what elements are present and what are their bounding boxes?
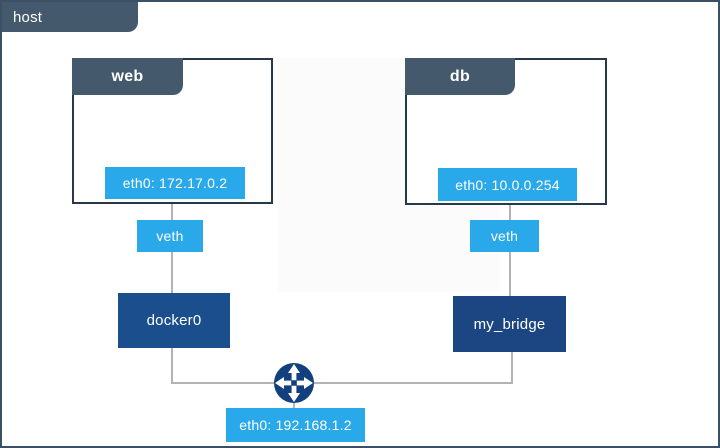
connector-router-to-eth — [293, 402, 295, 408]
connector-db-to-veth — [509, 204, 511, 220]
host-tab-label: host — [2, 2, 138, 32]
container-web: web eth0: 172.17.0.2 — [72, 58, 273, 204]
connector-docker0-down — [171, 348, 173, 384]
web-eth-label: eth0: 172.17.0.2 — [105, 167, 245, 199]
connector-mybridge-down — [511, 352, 513, 383]
web-veth-node: veth — [137, 220, 203, 252]
container-db: db eth0: 10.0.0.254 — [405, 58, 607, 205]
connector-bridges-horizontal — [171, 382, 513, 384]
db-veth-node: veth — [470, 220, 539, 252]
db-eth-label: eth0: 10.0.0.254 — [438, 168, 577, 201]
router-icon — [272, 361, 316, 405]
host-eth-label: eth0: 192.168.1.2 — [226, 408, 365, 442]
my-bridge-node: my_bridge — [453, 296, 566, 352]
docker0-bridge-node: docker0 — [118, 293, 230, 348]
connector-veth-to-mybridge — [509, 252, 511, 296]
connector-veth-to-docker0 — [171, 252, 173, 293]
connector-web-to-veth — [171, 203, 173, 220]
container-web-title: web — [72, 58, 183, 95]
container-db-title: db — [405, 58, 515, 95]
